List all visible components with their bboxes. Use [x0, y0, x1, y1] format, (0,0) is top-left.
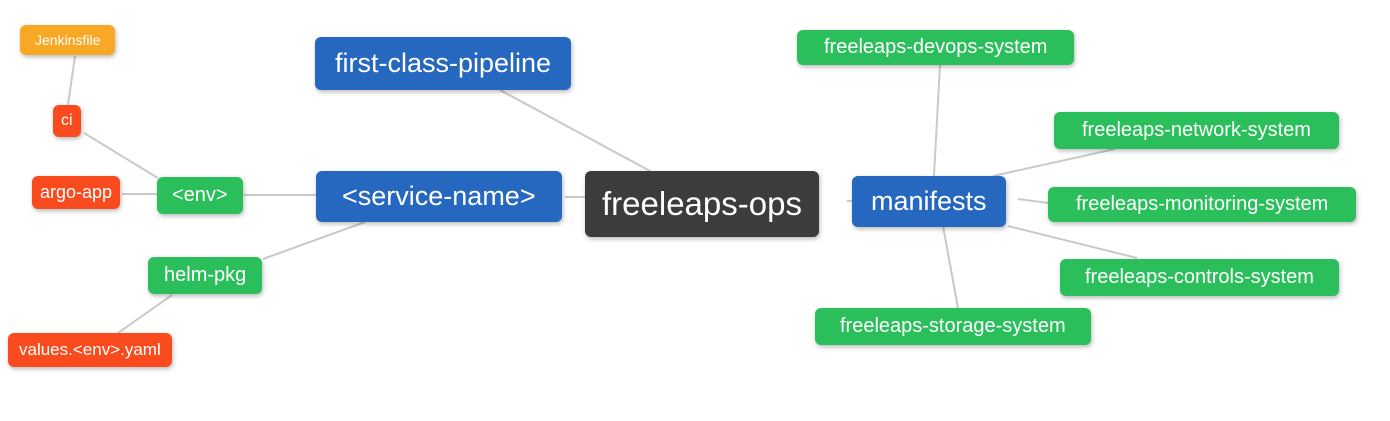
- node-argo-app[interactable]: argo-app: [32, 176, 121, 209]
- node-freeleaps-devops-system[interactable]: freeleaps-devops-system: [797, 30, 1075, 65]
- edge-helm-pkg-service-name: [262, 221, 366, 260]
- edge-manifests-storage: [942, 225, 959, 309]
- edge-helm-pkg-values: [117, 294, 173, 334]
- node-root-freeleaps-ops[interactable]: freeleaps-ops: [585, 171, 819, 237]
- edge-manifests-network: [992, 148, 1116, 177]
- node-freeleaps-monitoring-system[interactable]: freeleaps-monitoring-system: [1048, 187, 1357, 222]
- node-manifests[interactable]: manifests: [852, 176, 1006, 228]
- node-helm-pkg[interactable]: helm-pkg: [148, 257, 263, 294]
- node-freeleaps-controls-system[interactable]: freeleaps-controls-system: [1060, 259, 1339, 296]
- edge-manifests-devops: [933, 63, 941, 177]
- node-values-env-yaml[interactable]: values.<env>.yaml: [8, 333, 172, 367]
- node-first-class-pipeline[interactable]: first-class-pipeline: [315, 37, 572, 91]
- edge-ci-env: [83, 132, 159, 179]
- node-jenkinsfile[interactable]: Jenkinsfile: [20, 25, 116, 56]
- node-freeleaps-network-system[interactable]: freeleaps-network-system: [1054, 112, 1339, 149]
- edge-manifests-monitoring: [1017, 198, 1049, 204]
- edge-manifests-controls: [1007, 225, 1138, 259]
- node-env[interactable]: <env>: [157, 177, 243, 214]
- node-service-name[interactable]: <service-name>: [316, 171, 562, 223]
- node-freeleaps-storage-system[interactable]: freeleaps-storage-system: [815, 308, 1091, 345]
- edge-pipeline-root: [499, 89, 651, 172]
- node-ci[interactable]: ci: [53, 105, 81, 138]
- edge-jenkinsfile-ci: [67, 55, 76, 106]
